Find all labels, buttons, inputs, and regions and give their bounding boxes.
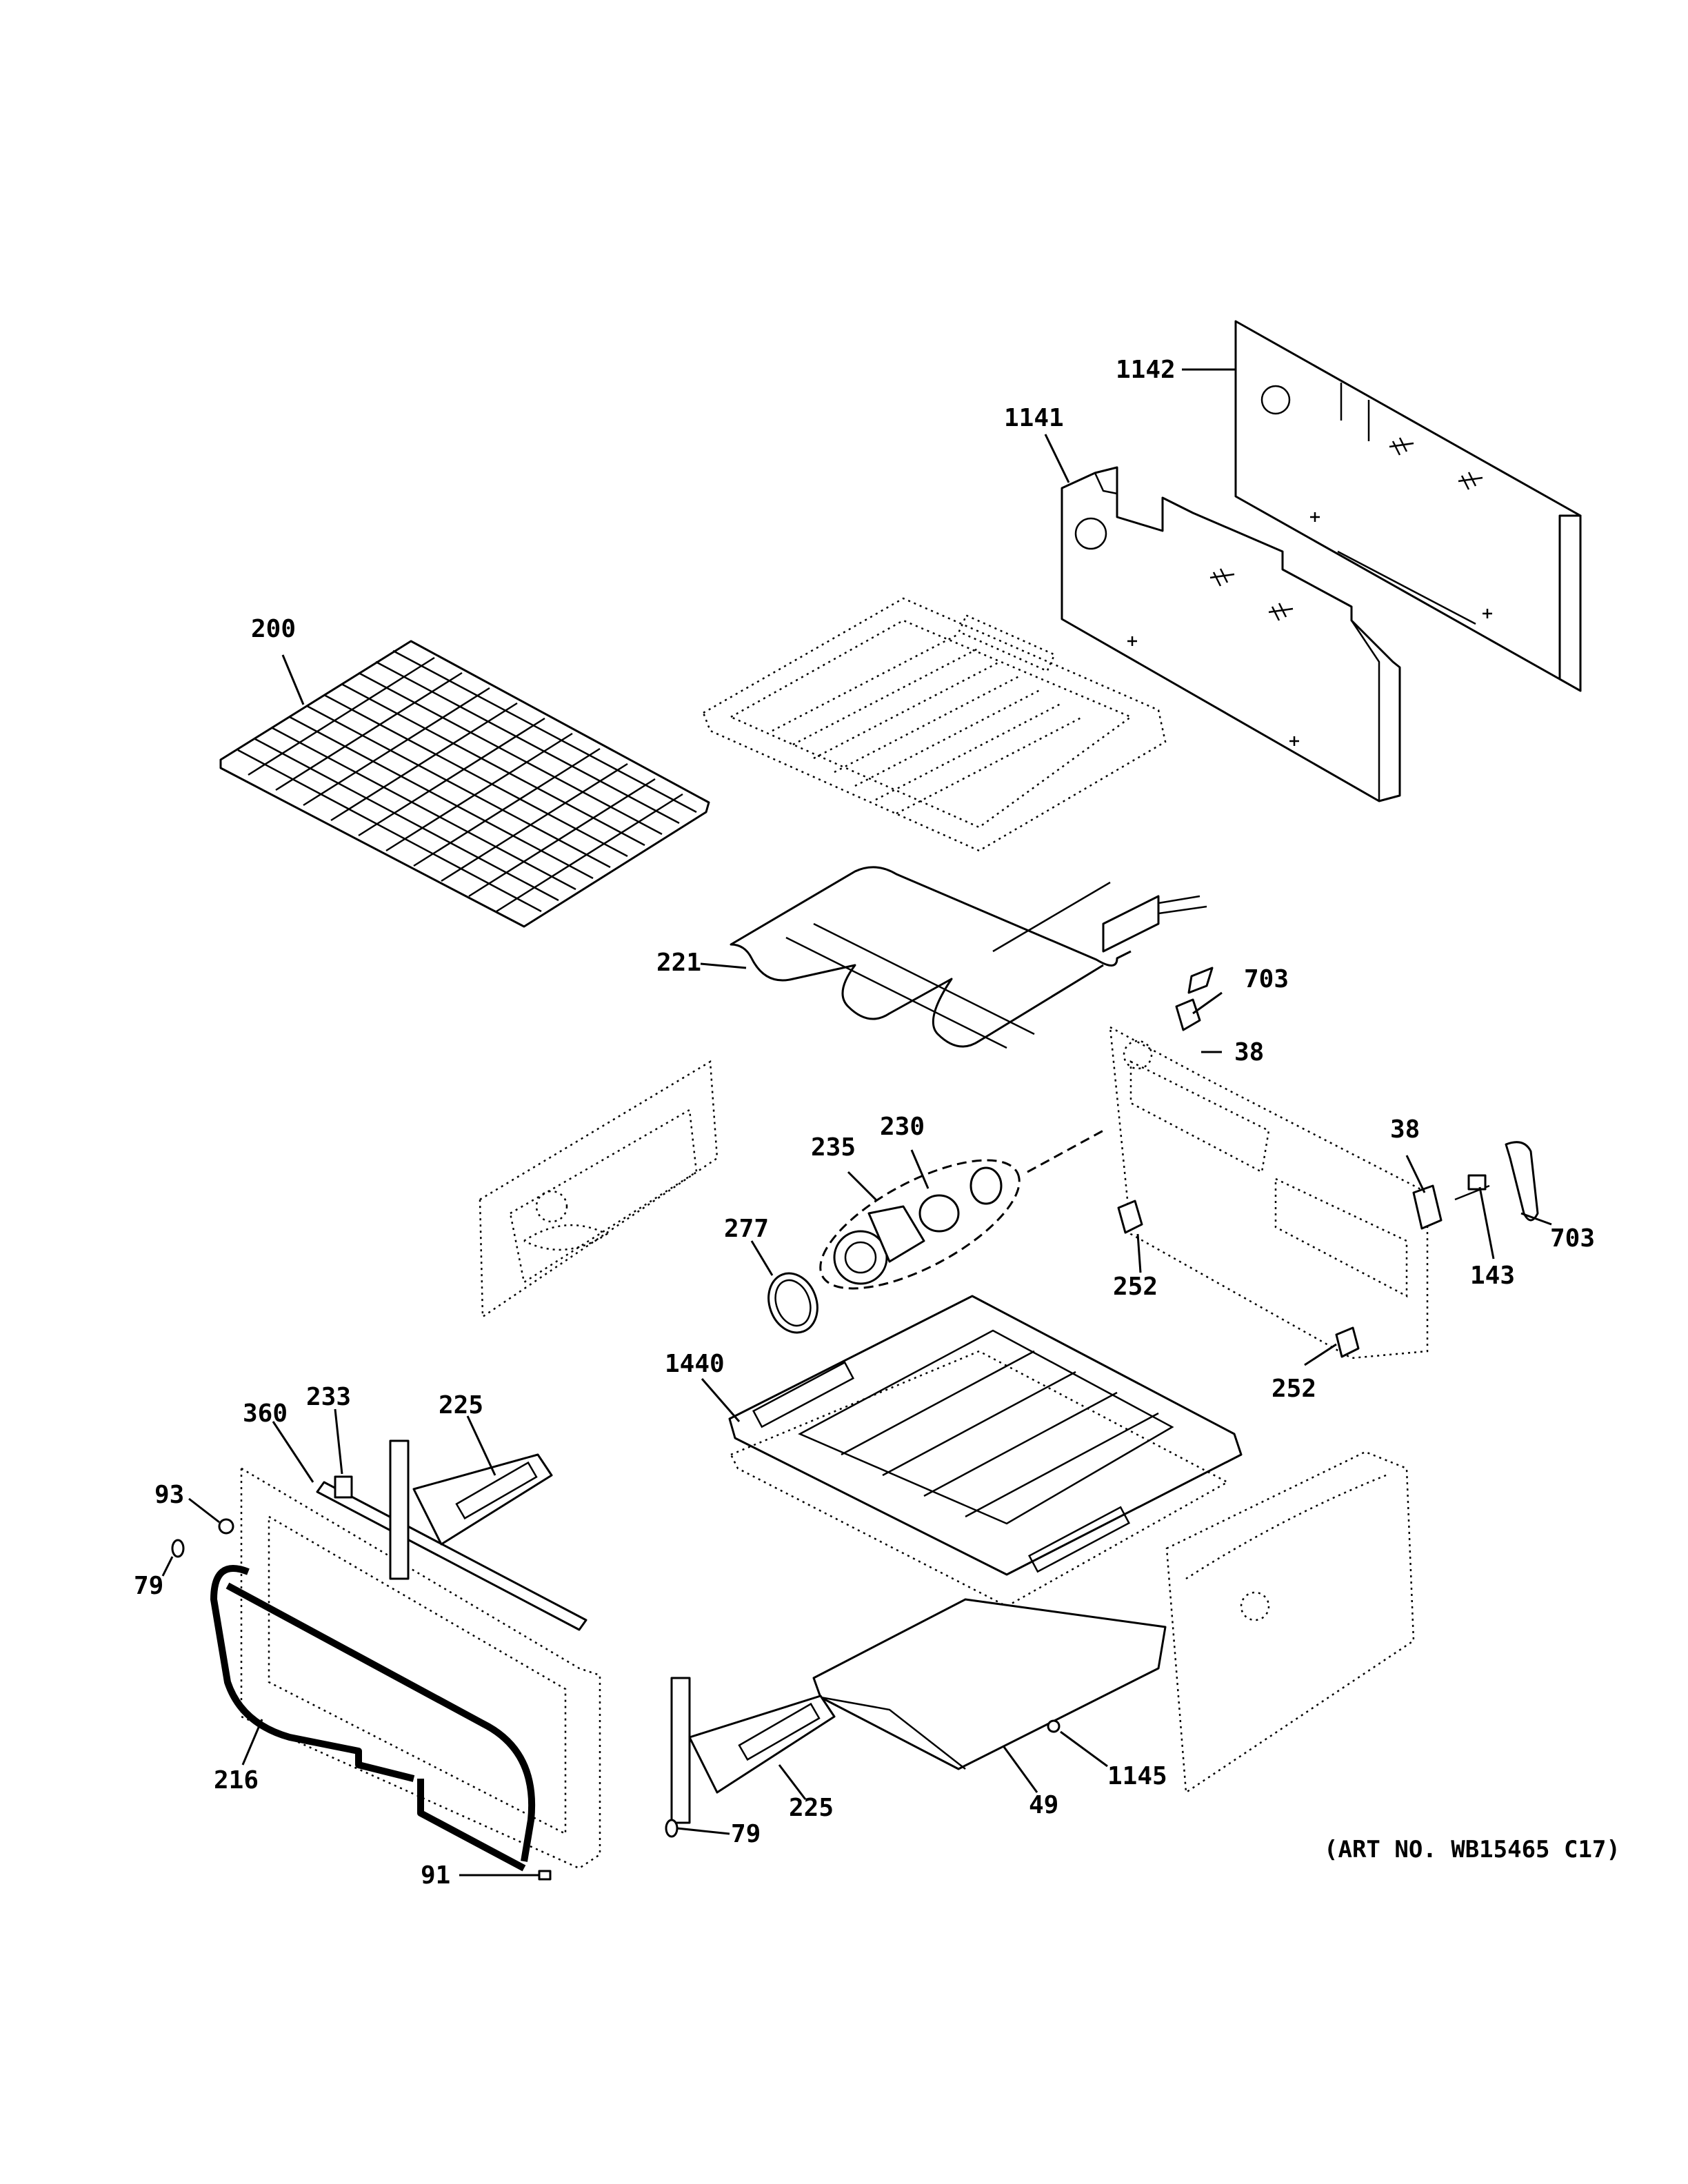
door-gasket-216 — [210, 1565, 536, 1872]
thermostat-143 — [1454, 1174, 1490, 1201]
light-gasket-277 — [767, 1272, 818, 1334]
bottom-shield-49 — [812, 1598, 1167, 1770]
washer-79-a — [171, 1539, 185, 1558]
screw-91 — [538, 1870, 552, 1881]
callout-1440: 1440 — [665, 1350, 725, 1378]
nut-93 — [218, 1518, 234, 1535]
insulation-piece-703 — [1505, 1141, 1539, 1222]
clip-252-a — [1117, 1200, 1143, 1234]
callout-277: 277 — [724, 1215, 769, 1243]
callout-200: 200 — [251, 615, 296, 643]
oven-rack-200 — [219, 640, 710, 928]
oven-door-frame — [240, 1466, 601, 1870]
oven-light-assembly-235 — [819, 1129, 1104, 1290]
clip-252-b — [1335, 1326, 1360, 1358]
callout-1141: 1141 — [1004, 404, 1064, 432]
bracket-38-upper — [1175, 967, 1214, 1031]
callout-233: 233 — [306, 1383, 351, 1411]
callout-93: 93 — [154, 1481, 184, 1509]
screw-1145 — [1047, 1719, 1061, 1733]
callout-230: 230 — [880, 1113, 925, 1141]
callout-49: 49 — [1029, 1791, 1058, 1819]
callout-235: 235 — [811, 1133, 856, 1162]
bracket-38-lower — [1412, 1184, 1443, 1230]
callout-225-upper: 225 — [439, 1391, 483, 1419]
oven-bottom-1440 — [728, 1295, 1243, 1608]
callout-252-upper: 252 — [1113, 1273, 1158, 1301]
leader-lines — [161, 368, 1552, 1877]
hinge-225-lower — [670, 1677, 836, 1824]
right-lower-side-panel — [1165, 1450, 1415, 1794]
callout-703-upper: 703 — [1244, 965, 1289, 993]
door-stop-233 — [334, 1475, 353, 1499]
broil-element-221 — [730, 866, 1207, 1049]
insulation-panel-1142 — [1234, 320, 1582, 692]
callout-38-lower: 38 — [1390, 1115, 1420, 1144]
left-side-panel — [479, 1060, 719, 1319]
callout-79-upper: 79 — [134, 1572, 163, 1600]
callout-1142: 1142 — [1116, 356, 1176, 384]
right-side-panel — [1109, 1025, 1429, 1359]
washer-79-b — [665, 1819, 679, 1838]
art-number: (ART NO. WB15465 C17) — [1324, 1836, 1620, 1863]
callout-1145: 1145 — [1107, 1762, 1167, 1790]
callout-703-lower: 703 — [1550, 1224, 1595, 1253]
callout-143: 143 — [1470, 1262, 1515, 1290]
callout-221: 221 — [656, 949, 701, 977]
callout-91: 91 — [421, 1861, 450, 1890]
door-rail-360 — [316, 1481, 587, 1631]
callout-38-upper: 38 — [1234, 1038, 1264, 1066]
callout-225-lower: 225 — [789, 1794, 834, 1822]
callout-79-lower: 79 — [731, 1820, 761, 1848]
hinge-225-upper — [389, 1439, 553, 1580]
callout-216: 216 — [214, 1766, 259, 1794]
insulation-block-1141 — [1061, 466, 1401, 802]
oven-cavity-top — [702, 597, 1167, 852]
callout-252-lower: 252 — [1272, 1375, 1316, 1403]
callout-360: 360 — [243, 1399, 288, 1428]
